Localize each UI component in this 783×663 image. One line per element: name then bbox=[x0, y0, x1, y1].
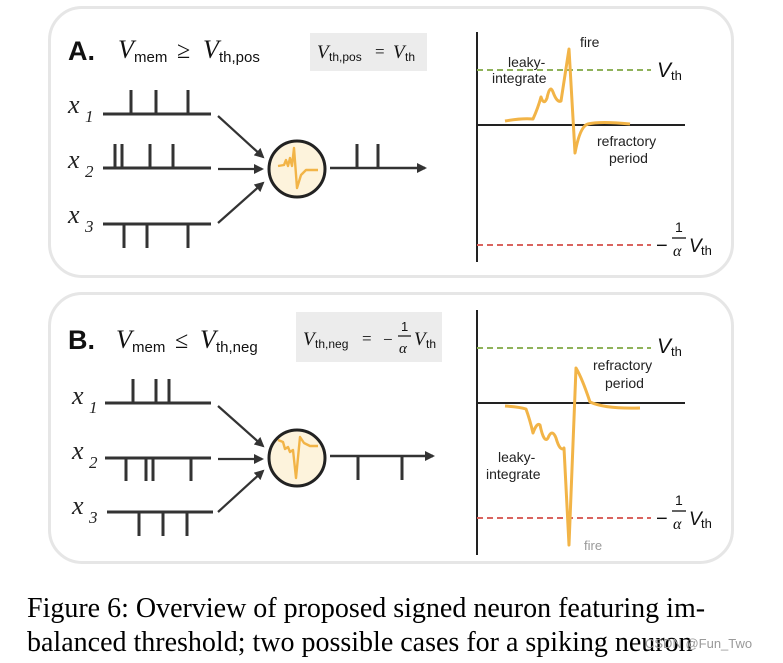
membrane-trace bbox=[504, 366, 641, 547]
svg-text:V: V bbox=[689, 509, 704, 530]
svg-text:1: 1 bbox=[675, 492, 683, 508]
svg-text:3: 3 bbox=[84, 217, 94, 236]
figure-caption: Figure 6: Overview of proposed signed ne… bbox=[27, 592, 767, 660]
svg-text:th: th bbox=[426, 337, 436, 351]
svg-text:x: x bbox=[67, 200, 80, 229]
fire-label: fire bbox=[580, 34, 600, 50]
caption-line-1: Figure 6: Overview of proposed signed ne… bbox=[27, 593, 706, 624]
panel-b-input-x2: x 2 bbox=[71, 436, 98, 472]
svg-text:V: V bbox=[414, 329, 428, 350]
watermark: CSDN @Fun_Two bbox=[645, 636, 753, 651]
neg-vth-label: − 1 α V th bbox=[656, 219, 712, 260]
svg-text:th,pos: th,pos bbox=[219, 49, 260, 66]
panel-a-input-x3: x 3 bbox=[67, 200, 94, 236]
panel-b-membrane-plot: fire leaky- integrate refractory period … bbox=[476, 310, 712, 555]
period-label: period bbox=[605, 375, 644, 391]
panel-b-content: B. V mem ≤ V th,neg V th,neg = − 1 α V t… bbox=[68, 310, 712, 555]
panel-b-spike-train-3 bbox=[107, 510, 213, 536]
svg-text:−: − bbox=[383, 330, 393, 349]
panel-a-output-spikes bbox=[330, 144, 427, 173]
panel-b-output-spikes bbox=[330, 451, 435, 480]
svg-text:−: − bbox=[656, 508, 668, 530]
svg-text:V: V bbox=[689, 236, 704, 257]
svg-text:V: V bbox=[200, 325, 219, 354]
panel-b-input-x1: x 1 bbox=[71, 381, 98, 417]
panel-a-neuron bbox=[267, 139, 327, 199]
panel-a-letter: A. bbox=[68, 36, 95, 66]
leaky-label: leaky- bbox=[498, 449, 536, 465]
panel-a-membrane-plot: fire leaky- integrate refractory period … bbox=[476, 32, 712, 262]
svg-text:≥: ≥ bbox=[177, 38, 190, 64]
integrate-label: integrate bbox=[486, 466, 541, 482]
svg-text:th: th bbox=[671, 344, 682, 359]
svg-text:x: x bbox=[71, 436, 84, 465]
svg-text:=: = bbox=[375, 42, 385, 61]
svg-text:1: 1 bbox=[89, 398, 98, 417]
svg-text:V: V bbox=[116, 325, 135, 354]
svg-text:V: V bbox=[317, 42, 331, 63]
svg-text:th,pos: th,pos bbox=[329, 50, 362, 64]
svg-text:x: x bbox=[67, 145, 80, 174]
svg-text:mem: mem bbox=[134, 49, 167, 66]
svg-text:th,neg: th,neg bbox=[315, 337, 348, 351]
svg-text:V: V bbox=[393, 42, 407, 63]
caption-line-2: balanced threshold; two possible cases f… bbox=[27, 627, 693, 658]
svg-text:V: V bbox=[118, 35, 137, 64]
integrate-label: integrate bbox=[492, 70, 547, 86]
panel-b-spike-train-2 bbox=[105, 456, 211, 481]
panel-a-content: A. V mem ≥ V th,pos V th,pos = V th x 1 … bbox=[67, 32, 712, 262]
panel-a-input-x2: x 2 bbox=[67, 145, 94, 181]
vth-label: V th bbox=[657, 335, 682, 359]
panel-a-spike-train-2 bbox=[103, 144, 211, 170]
svg-text:th,neg: th,neg bbox=[216, 339, 258, 356]
svg-text:α: α bbox=[673, 516, 682, 533]
panel-b-threshold-box: V th,neg = − 1 α V th bbox=[296, 312, 442, 362]
panel-a-threshold-box: V th,pos = V th bbox=[310, 33, 427, 71]
panel-a-spike-train-1 bbox=[103, 90, 211, 116]
period-label: period bbox=[609, 150, 648, 166]
svg-text:2: 2 bbox=[85, 162, 94, 181]
svg-text:x: x bbox=[67, 90, 80, 119]
refractory-label: refractory bbox=[593, 357, 652, 373]
neg-vth-label: − 1 α V th bbox=[656, 492, 712, 533]
svg-text:1: 1 bbox=[85, 107, 94, 126]
leaky-label: leaky- bbox=[508, 54, 546, 70]
svg-text:V: V bbox=[203, 35, 222, 64]
panel-b-letter: B. bbox=[68, 325, 95, 355]
fire-label: fire bbox=[584, 538, 602, 553]
vth-label: V th bbox=[657, 59, 682, 83]
panel-b-input-arrows bbox=[217, 405, 265, 513]
svg-text:th: th bbox=[701, 516, 712, 531]
panel-a-condition: V mem ≥ V th,pos bbox=[118, 35, 260, 66]
panel-b-neuron bbox=[267, 428, 327, 488]
panel-a-input-arrows bbox=[217, 115, 265, 224]
panel-a-spike-train-3 bbox=[103, 222, 211, 248]
refractory-label: refractory bbox=[597, 133, 656, 149]
svg-text:2: 2 bbox=[89, 453, 98, 472]
svg-text:th: th bbox=[701, 243, 712, 258]
svg-text:x: x bbox=[71, 491, 84, 520]
membrane-trace bbox=[504, 47, 631, 155]
svg-text:th: th bbox=[405, 50, 415, 64]
svg-text:=: = bbox=[362, 329, 372, 348]
svg-text:−: − bbox=[656, 235, 668, 257]
svg-text:1: 1 bbox=[401, 319, 408, 334]
svg-text:≤: ≤ bbox=[175, 328, 188, 354]
svg-text:x: x bbox=[71, 381, 84, 410]
panel-a-input-x1: x 1 bbox=[67, 90, 94, 126]
svg-text:α: α bbox=[673, 243, 682, 260]
svg-text:3: 3 bbox=[88, 508, 98, 527]
svg-text:th: th bbox=[671, 68, 682, 83]
svg-text:V: V bbox=[657, 335, 673, 358]
svg-text:mem: mem bbox=[132, 339, 165, 356]
panel-b-spike-train-1 bbox=[105, 379, 211, 405]
svg-text:V: V bbox=[657, 59, 673, 82]
svg-text:1: 1 bbox=[675, 219, 683, 235]
panel-b-condition: V mem ≤ V th,neg bbox=[116, 325, 258, 356]
panel-b-input-x3: x 3 bbox=[71, 491, 98, 527]
svg-text:V: V bbox=[303, 329, 317, 350]
svg-text:α: α bbox=[399, 341, 408, 357]
